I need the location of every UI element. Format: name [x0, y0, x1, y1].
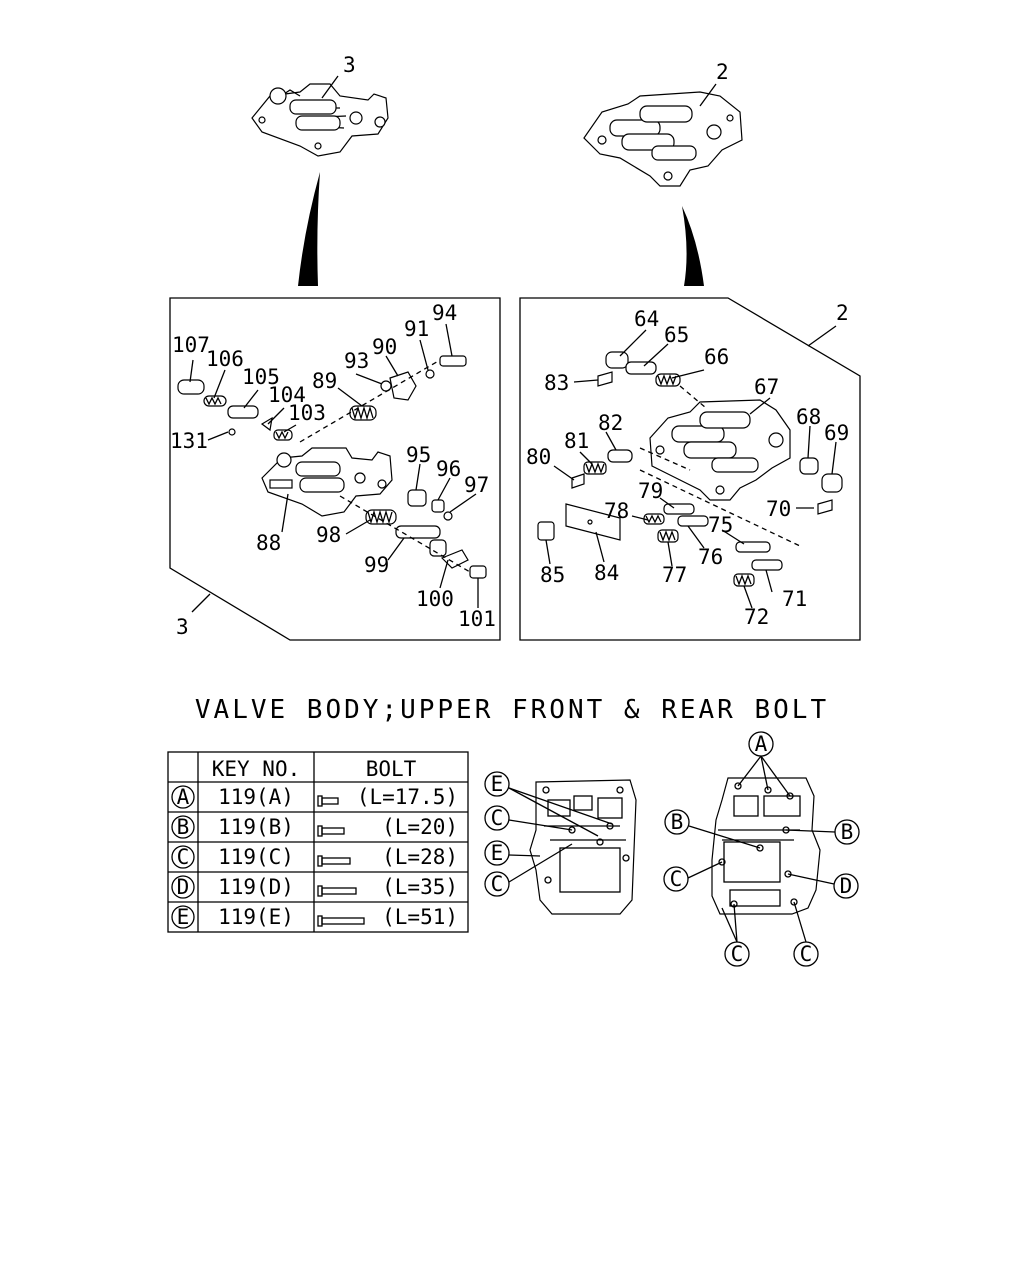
- pointer-wedge-right: [682, 206, 704, 286]
- front-letter-c1: C: [491, 806, 504, 830]
- callout-107: 107: [172, 333, 210, 357]
- header-key-no: KEY NO.: [212, 757, 301, 781]
- callout-80: 80: [526, 445, 551, 469]
- callout-94: 94: [432, 301, 457, 325]
- callout-97: 97: [464, 473, 489, 497]
- callout-90: 90: [372, 335, 397, 359]
- left-exploded-panel: [169, 297, 501, 641]
- right-leader-lines: [545, 325, 837, 609]
- rear-letter-c2: C: [731, 942, 744, 966]
- row-letter-a: A: [177, 785, 190, 809]
- rear-letter-c3: C: [800, 942, 813, 966]
- callout-67: 67: [754, 375, 779, 399]
- callout-70: 70: [766, 497, 791, 521]
- pointer-wedge-left: [298, 172, 320, 286]
- callout-65: 65: [664, 323, 689, 347]
- callout-81: 81: [564, 429, 589, 453]
- row-letter-c: C: [177, 845, 190, 869]
- rear-letter-c1: C: [670, 867, 683, 891]
- rear-letter-b2: B: [841, 820, 854, 844]
- rear-letter-b1: B: [671, 810, 684, 834]
- callout-106: 106: [206, 347, 244, 371]
- upper-front-valve-body-thumbnail: [583, 91, 743, 187]
- callout-101: 101: [458, 607, 496, 631]
- callout-2-top: 2: [716, 60, 729, 84]
- callout-98: 98: [316, 523, 341, 547]
- callout-77: 77: [662, 563, 687, 587]
- callout-76: 76: [698, 545, 723, 569]
- diagram-title: VALVE BODY;UPPER FRONT & REAR BOLT: [195, 695, 829, 725]
- bolt-table: KEY NO. BOLT A 119(A) (L=17.5) B 119(B) …: [167, 751, 469, 933]
- row-key-b: 119(B): [218, 815, 294, 839]
- callout-100: 100: [416, 587, 454, 611]
- left-panel-corner-label: 3: [176, 615, 189, 639]
- row-key-d: 119(D): [218, 875, 294, 899]
- callout-79: 79: [638, 479, 663, 503]
- row-key-c: 119(C): [218, 845, 294, 869]
- callout-66: 66: [704, 345, 729, 369]
- callout-91: 91: [404, 317, 429, 341]
- row-letter-e: E: [177, 905, 190, 929]
- callout-69: 69: [824, 421, 849, 445]
- right-exploded-panel: [519, 297, 861, 641]
- callout-89: 89: [312, 369, 337, 393]
- callout-84: 84: [594, 561, 619, 585]
- callout-3-top: 3: [343, 53, 356, 77]
- callout-68: 68: [796, 405, 821, 429]
- row-key-a: 119(A): [218, 785, 294, 809]
- front-bolt-location-view: [529, 779, 637, 915]
- callout-75: 75: [708, 513, 733, 537]
- callout-96: 96: [436, 457, 461, 481]
- callout-85: 85: [540, 563, 565, 587]
- row-length-d: (L=35): [382, 875, 458, 899]
- callout-78: 78: [604, 499, 629, 523]
- left-leader-lines: [189, 323, 479, 613]
- callout-64: 64: [634, 307, 659, 331]
- row-length-c: (L=28): [382, 845, 458, 869]
- callout-82: 82: [598, 411, 623, 435]
- row-key-e: 119(E): [218, 905, 294, 929]
- callout-103: 103: [288, 401, 326, 425]
- callout-83: 83: [544, 371, 569, 395]
- callout-93: 93: [344, 349, 369, 373]
- callout-72: 72: [744, 605, 769, 629]
- row-letter-b: B: [177, 815, 190, 839]
- upper-rear-valve-body-thumbnail: [251, 83, 389, 157]
- row-length-a: (L=17.5): [357, 785, 458, 809]
- rear-letter-a: A: [755, 732, 768, 756]
- front-letter-e1: E: [491, 772, 504, 796]
- callout-95: 95: [406, 443, 431, 467]
- row-length-e: (L=51): [382, 905, 458, 929]
- row-length-b: (L=20): [382, 815, 458, 839]
- front-letter-e2: E: [491, 841, 504, 865]
- row-letter-d: D: [177, 875, 190, 899]
- callout-71: 71: [782, 587, 807, 611]
- rear-view-letters: A B B C D C C: [663, 731, 860, 967]
- right-callout-labels: 64 65 66 83 67 68 69 82 81 80 79 70 78 7…: [526, 301, 849, 629]
- callout-104: 104: [268, 383, 306, 407]
- rear-bolt-location-view: [711, 777, 821, 915]
- callout-105: 105: [242, 365, 280, 389]
- right-panel-corner-label: 2: [836, 301, 849, 325]
- header-bolt: BOLT: [366, 757, 417, 781]
- front-view-letters: E C E C: [484, 771, 613, 897]
- callout-131: 131: [170, 429, 208, 453]
- rear-letter-d: D: [840, 874, 853, 898]
- front-letter-c2: C: [491, 872, 504, 896]
- left-callout-labels: 107 106 105 104 103 131 89 93 90 91 94 9…: [170, 301, 496, 639]
- callout-99: 99: [364, 553, 389, 577]
- callout-88: 88: [256, 531, 281, 555]
